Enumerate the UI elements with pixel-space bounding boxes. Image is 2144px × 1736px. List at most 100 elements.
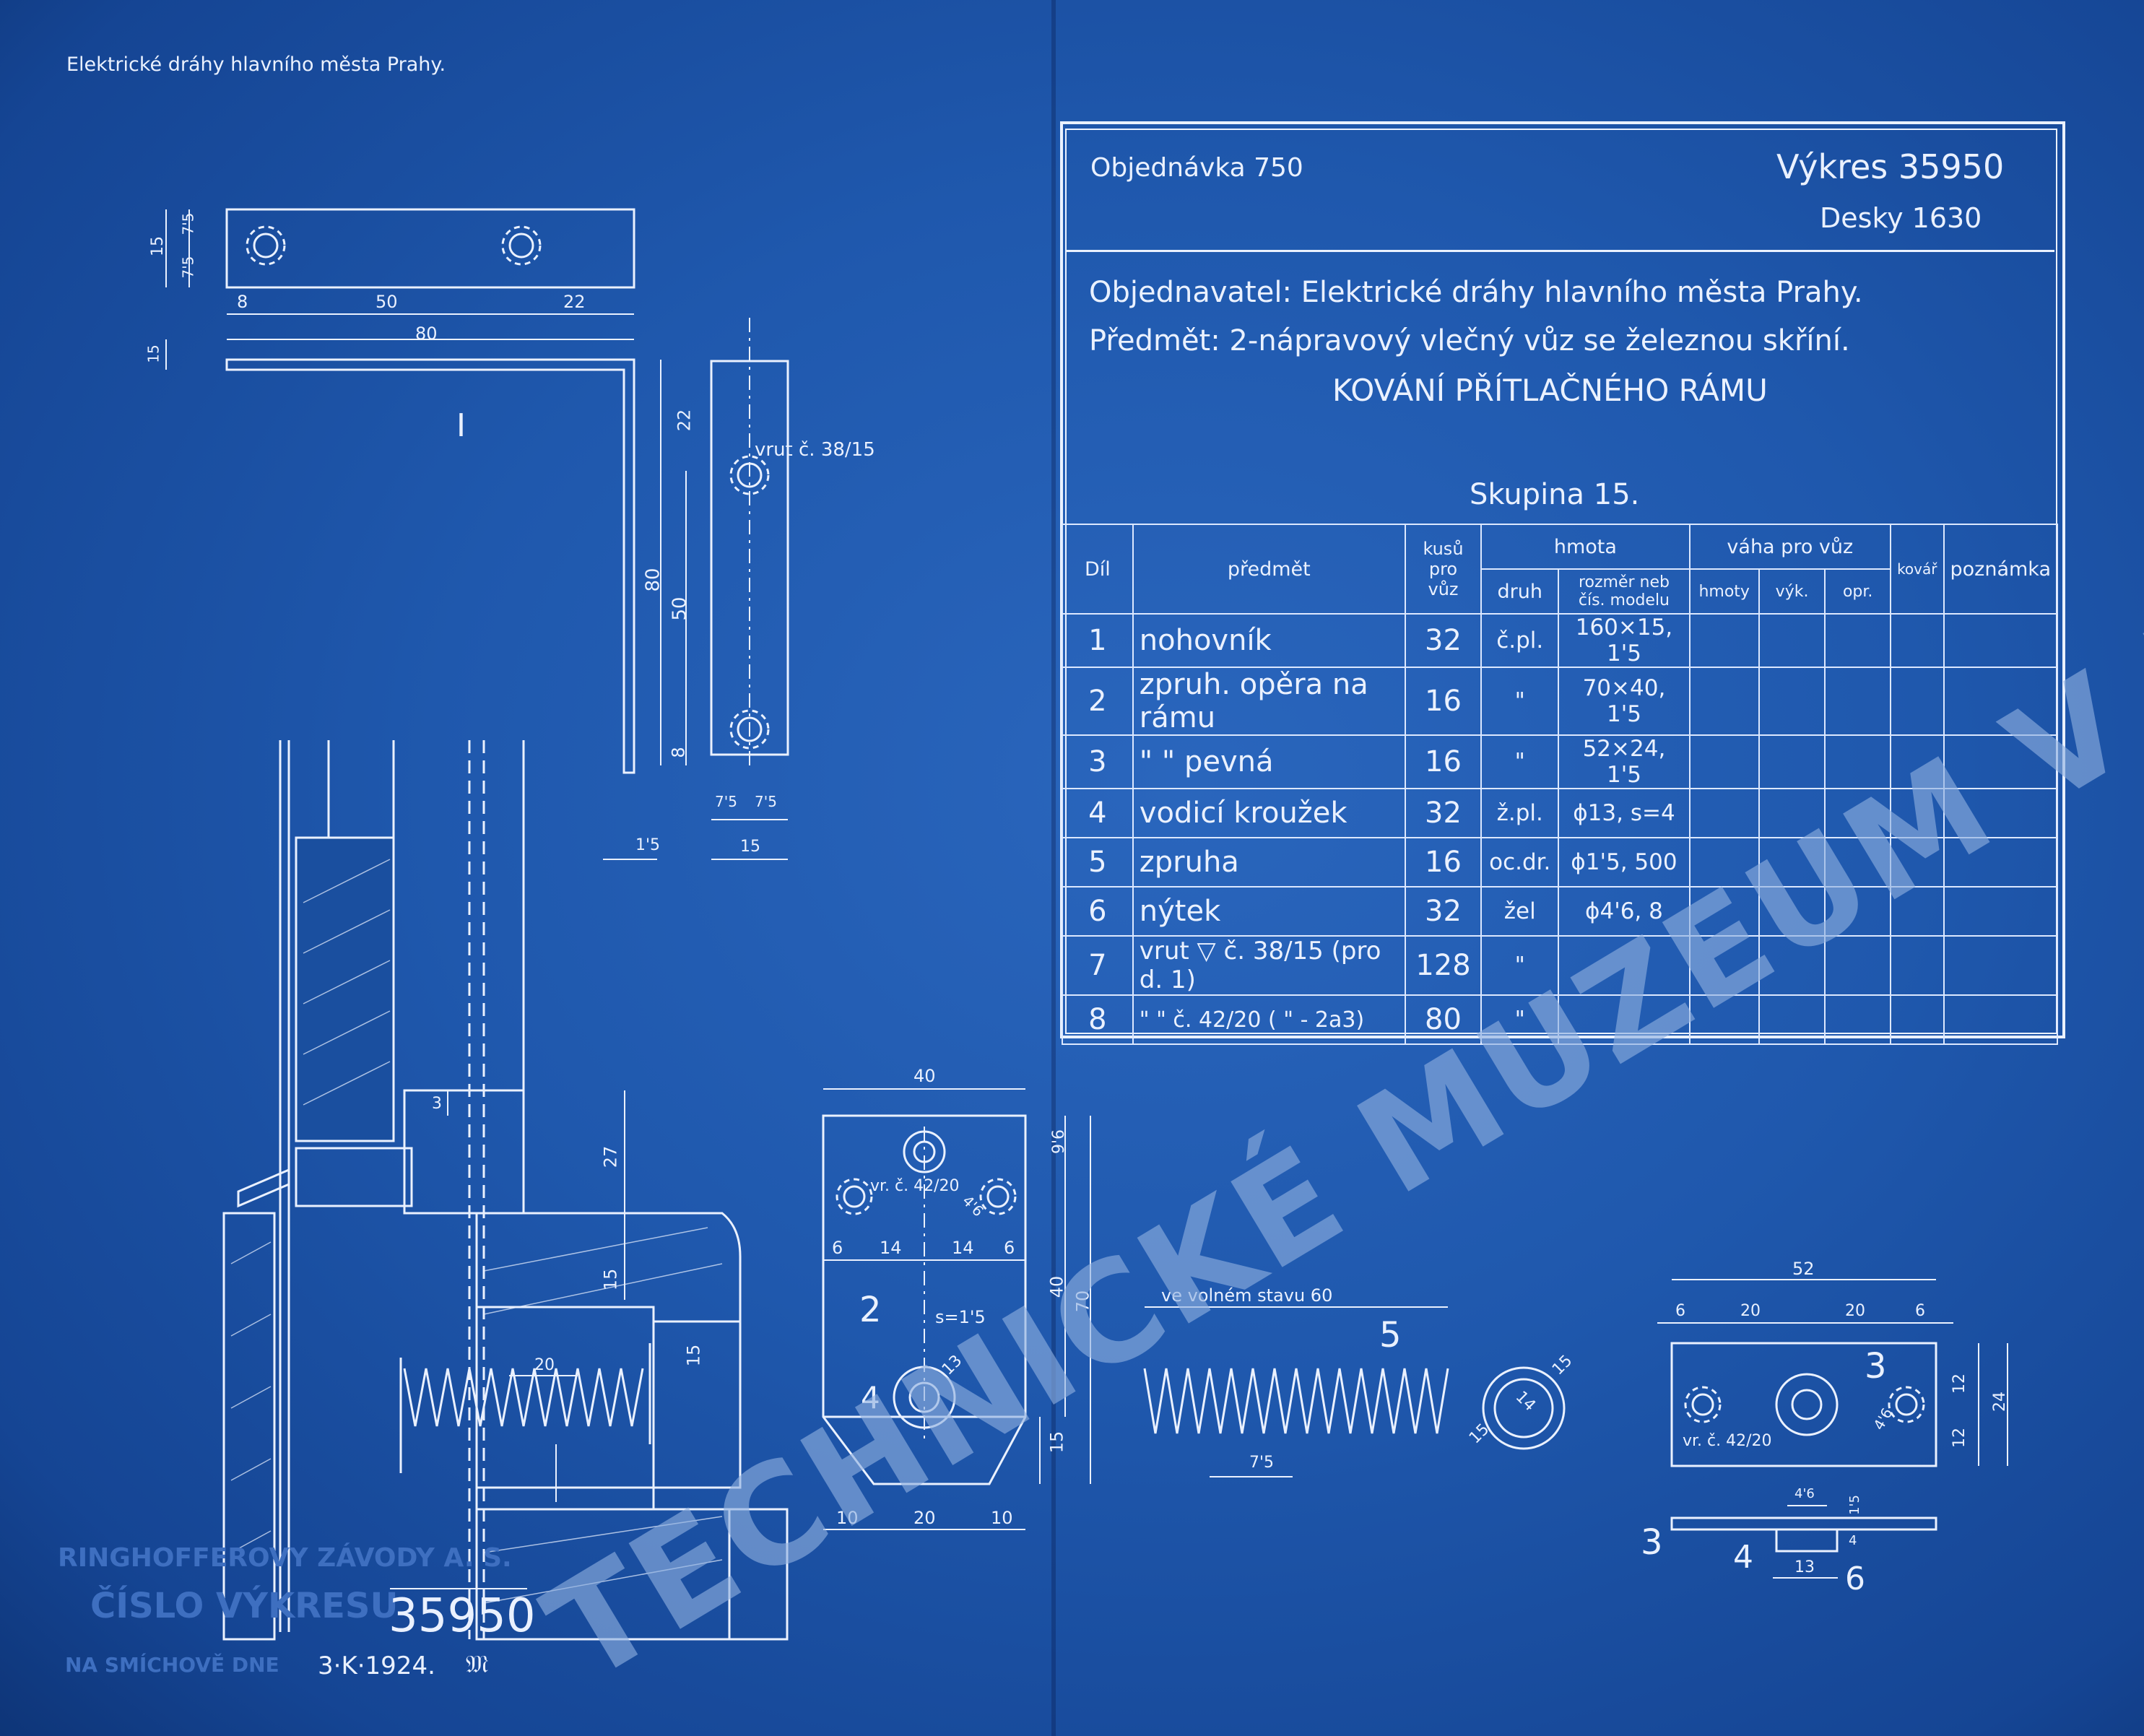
- th-hmoty: hmoty: [1688, 568, 1760, 615]
- table-row: 8" " č. 42/20 ( " - 2a3)80": [1062, 994, 2058, 1045]
- part2-sub-label: 4: [861, 1380, 880, 1415]
- drawing-name: KOVÁNÍ PŘÍTLAČNÉHO RÁMU: [1332, 373, 1768, 408]
- part1-label: I: [456, 407, 466, 444]
- dim: 15: [600, 1268, 621, 1291]
- th-poznamka: poznámka: [1943, 524, 2058, 615]
- dim: 27: [600, 1145, 621, 1168]
- stamp-number: 35950: [389, 1589, 536, 1643]
- dim: 13: [1794, 1558, 1815, 1576]
- th-kusu: kusů pro vůz: [1404, 524, 1483, 615]
- dim: 4: [1849, 1533, 1857, 1548]
- dim: 10: [991, 1508, 1013, 1528]
- dim: 6: [1915, 1302, 1925, 1320]
- dim: 22: [674, 409, 695, 432]
- dim: 20: [534, 1356, 555, 1374]
- dim: 7'5: [1249, 1454, 1275, 1472]
- stamp-date: 3·K·1924.: [318, 1652, 435, 1680]
- part1-screw-note: vrut č. 38/15: [755, 439, 875, 461]
- dim: 8: [237, 292, 248, 312]
- dim: 52: [1792, 1259, 1815, 1279]
- part3-label: 3: [1865, 1346, 1887, 1386]
- dim: 9'6: [1050, 1129, 1069, 1155]
- dim: 15: [683, 1344, 704, 1367]
- part3-screw-note: vr. č. 42/20: [1683, 1432, 1772, 1450]
- group-label: Skupina 15.: [1470, 478, 1640, 511]
- th-druh: druh: [1480, 568, 1560, 615]
- order-number: Objednávka 750: [1090, 153, 1303, 183]
- part5-free-state: ve volném stavu 60: [1161, 1285, 1333, 1306]
- part4-side-label: 4: [1733, 1539, 1753, 1576]
- dim: 12: [1950, 1373, 1969, 1394]
- title-sep-1: [1065, 250, 2054, 252]
- dim: 20: [1740, 1302, 1761, 1320]
- dim: 22: [563, 292, 586, 312]
- th-vyk: výk.: [1758, 568, 1826, 615]
- drawing-number: Výkres 35950: [1776, 147, 2005, 186]
- dim: 80: [415, 324, 438, 344]
- dim: 12: [1950, 1428, 1969, 1448]
- dim: 24: [1991, 1392, 2009, 1412]
- part2-thickness: s=1'5: [935, 1307, 986, 1327]
- subject-line: Předmět: 2-nápravový vlečný vůz se želez…: [1089, 324, 1850, 357]
- dim: 10: [836, 1508, 859, 1528]
- dim: 80: [642, 568, 664, 592]
- part1-drawing: [165, 208, 789, 860]
- dim: 20: [1845, 1302, 1865, 1320]
- part2-screw-note: vr. č. 42/20: [870, 1177, 960, 1195]
- part2-drawing: [822, 1088, 1091, 1530]
- th-rozmer: rozměr neb čís. modelu: [1558, 568, 1691, 615]
- part3-side-label: 3: [1641, 1522, 1663, 1563]
- part5-label: 5: [1379, 1315, 1402, 1355]
- dim: 50: [376, 292, 398, 312]
- dim: 15: [149, 236, 167, 256]
- dim: 6: [1004, 1238, 1015, 1258]
- parts-table: Díl předmět kusů pro vůz hmota váha pro …: [1062, 524, 2058, 1045]
- dim: 4'6: [1794, 1486, 1815, 1501]
- dim: 1'5: [1846, 1495, 1862, 1515]
- th-vaha: váha pro vůz: [1688, 524, 1892, 570]
- dim: 15: [740, 838, 760, 856]
- th-kovar: kovář: [1890, 524, 1945, 615]
- dim: 15: [144, 344, 162, 363]
- th-predmet: předmět: [1132, 524, 1406, 615]
- stamp-place: NA SMÍCHOVĚ DNE: [65, 1653, 279, 1677]
- stamp-label: ČÍSLO VÝKRESU: [90, 1586, 399, 1626]
- dim: 20: [913, 1508, 936, 1528]
- dim: 8: [668, 747, 689, 758]
- part3-drawing: [1657, 1279, 2008, 1579]
- part5-drawing: [1143, 1306, 1566, 1477]
- dim: 6: [832, 1238, 843, 1258]
- plates-number: Desky 1630: [1820, 202, 1982, 234]
- dim: 1'5: [635, 836, 661, 854]
- th-dil: Díl: [1062, 524, 1134, 615]
- dim: 3: [432, 1095, 442, 1113]
- header-left-text: Elektrické dráhy hlavního města Prahy.: [66, 53, 446, 76]
- part2-label: 2: [859, 1290, 882, 1330]
- stamp-initials: 𝔐: [466, 1650, 489, 1679]
- dim: 7'5: [755, 793, 777, 810]
- dim: 40: [913, 1066, 936, 1086]
- section-drawing: [222, 740, 789, 1641]
- dim: 50: [669, 596, 691, 621]
- dim: 7'5: [179, 256, 197, 279]
- th-hmota: hmota: [1480, 524, 1691, 570]
- th-opr: opr.: [1824, 568, 1892, 615]
- customer-line: Objednavatel: Elektrické dráhy hlavního …: [1089, 276, 1863, 309]
- dim: 7'5: [715, 793, 737, 810]
- fold-line: [1051, 0, 1056, 1736]
- dim: 14: [880, 1238, 902, 1258]
- dim: 7'5: [179, 212, 197, 235]
- stamp-company: RINGHOFFEROVY ZÁVODY A. S.: [58, 1543, 512, 1573]
- part6-side-label: 6: [1845, 1561, 1865, 1597]
- dim: 14: [952, 1238, 974, 1258]
